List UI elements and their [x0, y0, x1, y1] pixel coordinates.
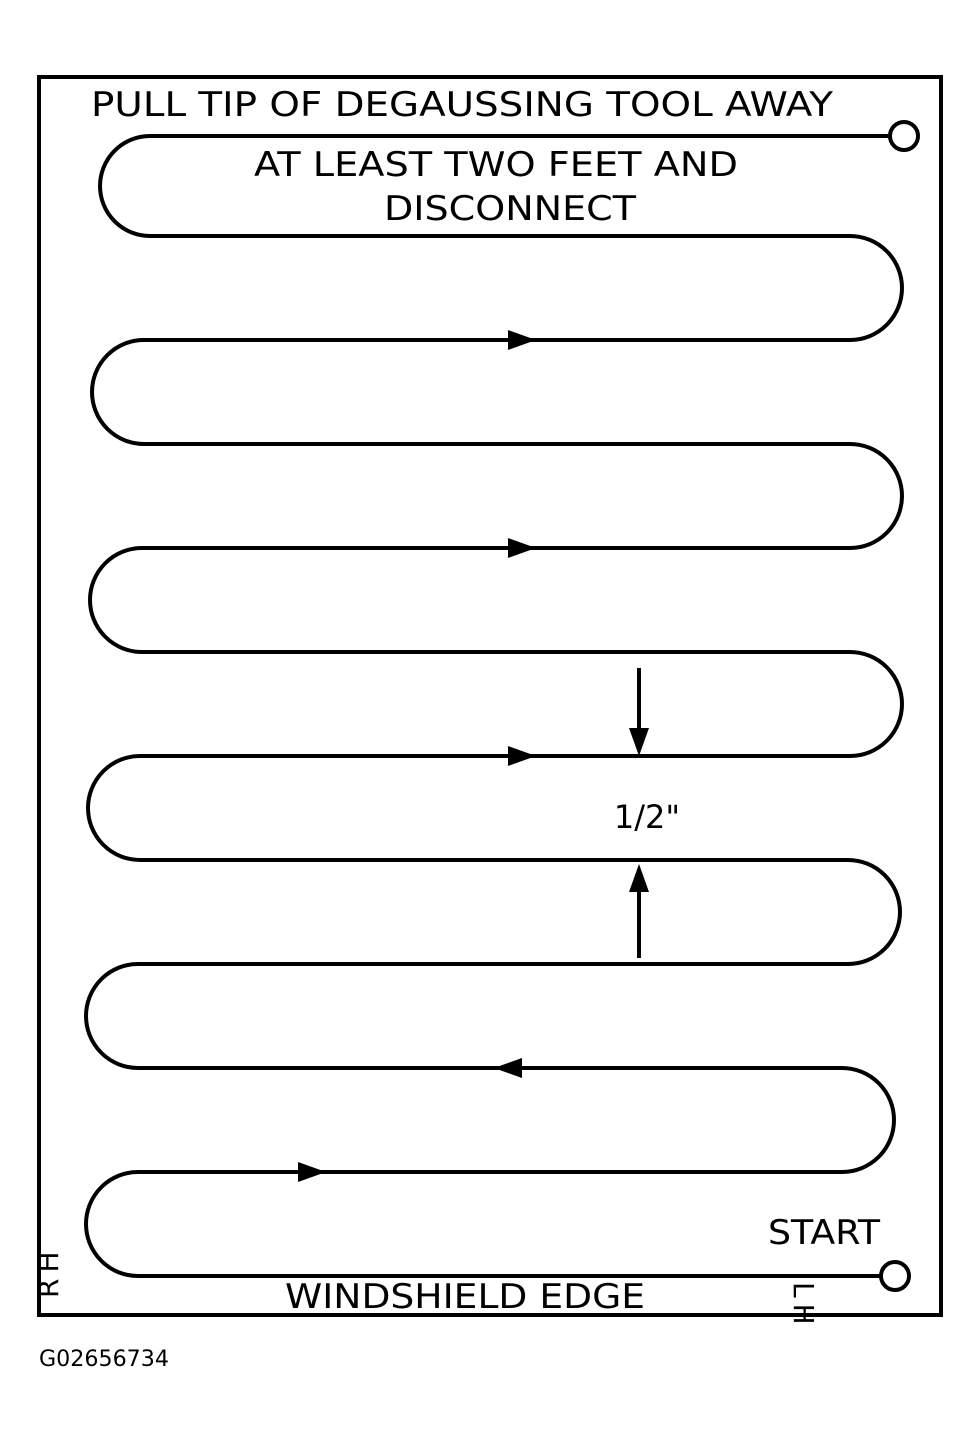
degaussing-path [84, 134, 904, 1278]
spacing-arrow-up-head [629, 864, 649, 892]
windshield-edge-label: WINDSHIELD EDGE [285, 1277, 645, 1317]
instruction-line-3: DISCONNECT [384, 189, 636, 229]
direction-arrow [508, 538, 536, 558]
direction-arrow [298, 1162, 326, 1182]
instruction-line-2: AT LEAST TWO FEET AND [254, 145, 738, 185]
spacing-arrow-down-head [629, 728, 649, 756]
spacing-label: 1/2" [614, 798, 680, 836]
diagram-frame [37, 75, 943, 1317]
start-terminal-circle [879, 1260, 911, 1292]
start-label: START [768, 1213, 880, 1253]
direction-arrow [508, 330, 536, 350]
instruction-line-1: PULL TIP OF DEGAUSSING TOOL AWAY [91, 85, 833, 125]
rh-side-label: RH [32, 1245, 65, 1298]
lh-side-label: LH [787, 1282, 820, 1331]
direction-arrow [494, 1058, 522, 1078]
figure-id-caption: G02656734 [39, 1347, 169, 1372]
direction-arrow [508, 746, 536, 766]
end-terminal-circle [888, 120, 920, 152]
